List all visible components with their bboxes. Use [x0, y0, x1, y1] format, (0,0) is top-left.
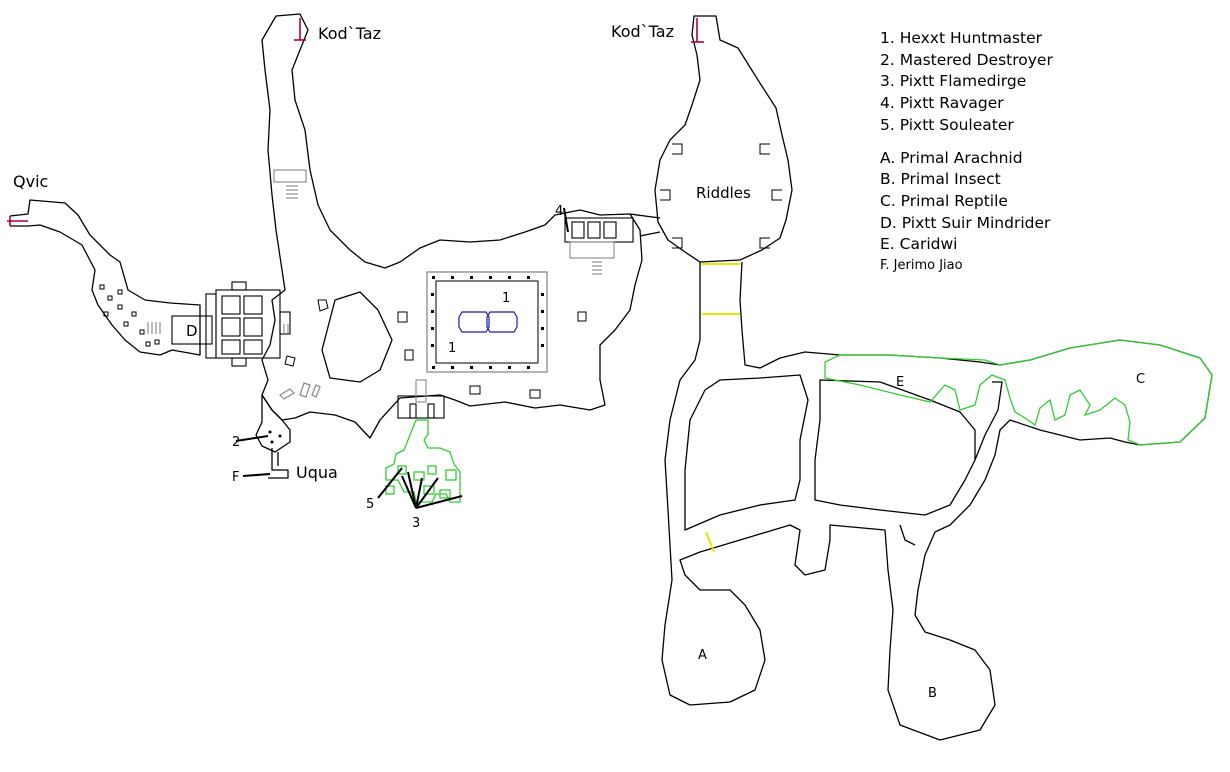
legend-gap	[880, 137, 1053, 148]
riddles-room	[654, 15, 793, 263]
arena-pillars	[431, 276, 544, 369]
legend-lettered-b: B. Primal Insect	[880, 170, 1001, 189]
caridwi-area	[824, 339, 1213, 446]
legend-numbered-5: 5. Pixtt Souleater	[880, 115, 1014, 134]
marker-1a: 1	[502, 291, 510, 306]
legend: 1. Hexxt Huntmaster 2. Mastered Destroye…	[880, 28, 1053, 276]
flamedirge-area	[385, 419, 461, 503]
legend-numbered-1: 1. Hexxt Huntmaster	[880, 29, 1043, 47]
connector-to-riddles	[629, 213, 661, 237]
doors	[702, 263, 740, 553]
south-building	[397, 379, 445, 419]
zone-label-qvic[interactable]: Qvic	[13, 172, 48, 191]
boss-pointers	[235, 207, 569, 509]
marker-b: B	[928, 686, 937, 701]
legend-numbered-2: 2. Mastered Destroyer	[880, 50, 1053, 69]
marker-d: D	[186, 322, 198, 340]
legend-lettered-f: F. Jerimo Jiao	[880, 258, 963, 274]
marker-4: 4	[555, 204, 563, 219]
central-cave-wall	[261, 13, 643, 439]
inner-island	[321, 291, 393, 383]
uqua-tunnel	[268, 448, 289, 479]
d-stairs	[147, 322, 289, 334]
legend-lettered-d: D. Pixtt Suir Mindrider	[880, 213, 1051, 232]
legend-lettered-e: E. Caridwi	[880, 235, 958, 254]
marker-3: 3	[412, 516, 420, 531]
qvic-zone-line	[7, 216, 28, 226]
central-small-features	[284, 299, 587, 399]
east-inner-ridge	[974, 381, 1003, 461]
arena	[426, 271, 548, 373]
marker-2: 2	[232, 435, 240, 450]
legend-lettered-c: C. Primal Reptile	[880, 191, 1008, 210]
zone-label-kodtaz-left[interactable]: Kod`Taz	[318, 24, 381, 43]
east-inner-pillar-2	[814, 379, 976, 516]
uqua-annex	[255, 394, 291, 453]
north-stairs	[273, 169, 307, 199]
riddle-alcoves	[660, 143, 782, 249]
d-building	[171, 281, 291, 367]
flamedirge-rooms	[385, 465, 457, 499]
qvic-pillars	[99, 284, 160, 347]
ne-building	[564, 217, 634, 259]
zone-label-kodtaz-right[interactable]: Kod`Taz	[611, 22, 674, 41]
marker-e: E	[896, 375, 904, 390]
central-gray-features	[279, 382, 321, 400]
room-label-riddles: Riddles	[696, 184, 751, 202]
marker-c: C	[1136, 372, 1145, 387]
legend-numbered-4: 4. Pixtt Ravager	[880, 94, 1004, 113]
marker-a: A	[698, 648, 707, 663]
uqua-dots	[268, 430, 282, 444]
boss-room-left	[458, 311, 490, 333]
kodtaz-left-zone-line	[294, 18, 306, 41]
kodtaz-right-zone-line	[691, 18, 704, 43]
zone-label-uqua[interactable]: Uqua	[296, 463, 338, 482]
marker-5: 5	[366, 497, 374, 512]
east-tunnel-a	[899, 524, 916, 546]
ne-stairs	[592, 261, 602, 275]
east-inner-pillar	[684, 374, 809, 531]
marker-1b: 1	[448, 341, 456, 356]
legend-lettered-a: A. Primal Arachnid	[880, 148, 1023, 167]
east-cave-wall	[661, 261, 1213, 741]
marker-f: F	[232, 470, 239, 485]
boss-room-right	[486, 311, 518, 333]
qvic-tunnel	[9, 199, 201, 356]
legend-numbered-3: 3. Pixtt Flamedirge	[880, 72, 1027, 91]
